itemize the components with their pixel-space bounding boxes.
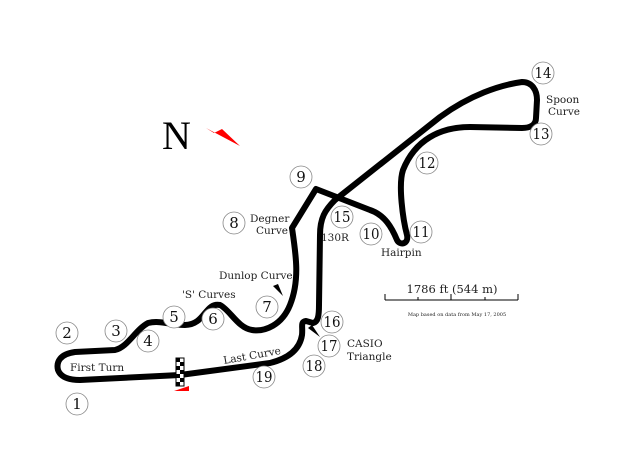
casio-marker-icon: [308, 325, 320, 337]
corner-14: 14: [531, 61, 555, 85]
corner-number: 16: [324, 313, 341, 331]
label-spoon-1: Spoon: [546, 94, 580, 106]
scale-bar: [384, 294, 519, 301]
dunlop-marker-icon: [273, 284, 283, 296]
corner-19: 19: [252, 365, 276, 389]
corner-number: 12: [419, 154, 436, 172]
corner-circle: [317, 334, 341, 358]
corner-12: 12: [415, 151, 439, 175]
corner-circle: [136, 329, 160, 353]
corner-17: 17: [317, 334, 341, 358]
corner-circle: [302, 354, 326, 378]
corner-circle: [531, 61, 555, 85]
corner-circle: [65, 392, 89, 416]
label-s-curves: 'S' Curves: [182, 289, 236, 301]
corner-8: 8: [222, 211, 246, 235]
corner-circle: [104, 319, 128, 343]
corner-number: 9: [296, 168, 306, 186]
corner-circle: [529, 122, 553, 146]
corner-5: 5: [162, 305, 186, 329]
label-first-turn: First Turn: [70, 362, 124, 374]
label-degner-1: Degner: [250, 213, 290, 225]
scale-label: 1786 ft (544 m): [407, 282, 498, 296]
corner-circle: [330, 205, 354, 229]
label-dunlop-curve: Dunlop Curve: [219, 270, 293, 282]
label-casio-1: CASIO: [347, 338, 383, 350]
north-label: N: [162, 113, 191, 158]
label-degner-2: Curve: [256, 225, 288, 237]
corner-number: 2: [62, 324, 72, 342]
corner-4: 4: [136, 329, 160, 353]
corner-number: 15: [334, 208, 351, 226]
label-130r: 130R: [321, 232, 350, 244]
corner-3: 3: [104, 319, 128, 343]
corner-circle: [320, 310, 344, 334]
label-casio-2: Triangle: [347, 351, 392, 363]
corner-number: 4: [143, 332, 153, 350]
corner-circle: [255, 295, 279, 319]
start-direction-marker: [174, 386, 189, 391]
corner-11: 11: [409, 220, 433, 244]
corner-circle: [222, 211, 246, 235]
corner-number: 10: [363, 225, 380, 243]
corner-13: 13: [529, 122, 553, 146]
corner-1: 1: [65, 392, 89, 416]
corner-circle: [201, 307, 225, 331]
checkered-flag-icon: [175, 357, 185, 387]
corner-circle: [162, 305, 186, 329]
corner-number: 17: [321, 337, 338, 355]
corner-15: 15: [330, 205, 354, 229]
corner-number: 18: [306, 357, 323, 375]
corner-circle: [409, 220, 433, 244]
corner-number: 19: [256, 368, 273, 386]
corner-18: 18: [302, 354, 326, 378]
track-outline: [54, 79, 540, 383]
corner-7: 7: [255, 295, 279, 319]
label-spoon-2: Curve: [548, 106, 580, 118]
corner-circle: [252, 365, 276, 389]
corner-9: 9: [289, 165, 313, 189]
corner-number: 6: [208, 310, 218, 328]
label-hairpin: Hairpin: [381, 247, 422, 259]
corner-2: 2: [55, 321, 79, 345]
corner-number: 8: [229, 214, 239, 232]
corner-number: 14: [535, 64, 552, 82]
scale-note: Map based on data from May 17, 2005: [408, 312, 506, 318]
north-arrow-icon: [206, 128, 240, 146]
corner-number: 3: [111, 322, 121, 340]
corner-number: 11: [413, 223, 430, 241]
corner-number: 13: [533, 125, 550, 143]
corner-circle: [289, 165, 313, 189]
corner-number: 1: [72, 395, 82, 413]
corner-16: 16: [320, 310, 344, 334]
corner-circle: [55, 321, 79, 345]
corner-number: 5: [169, 308, 179, 326]
corner-number: 7: [262, 298, 272, 316]
corner-10: 10: [359, 222, 383, 246]
corner-circle: [415, 151, 439, 175]
corner-6: 6: [201, 307, 225, 331]
corner-circle: [359, 222, 383, 246]
